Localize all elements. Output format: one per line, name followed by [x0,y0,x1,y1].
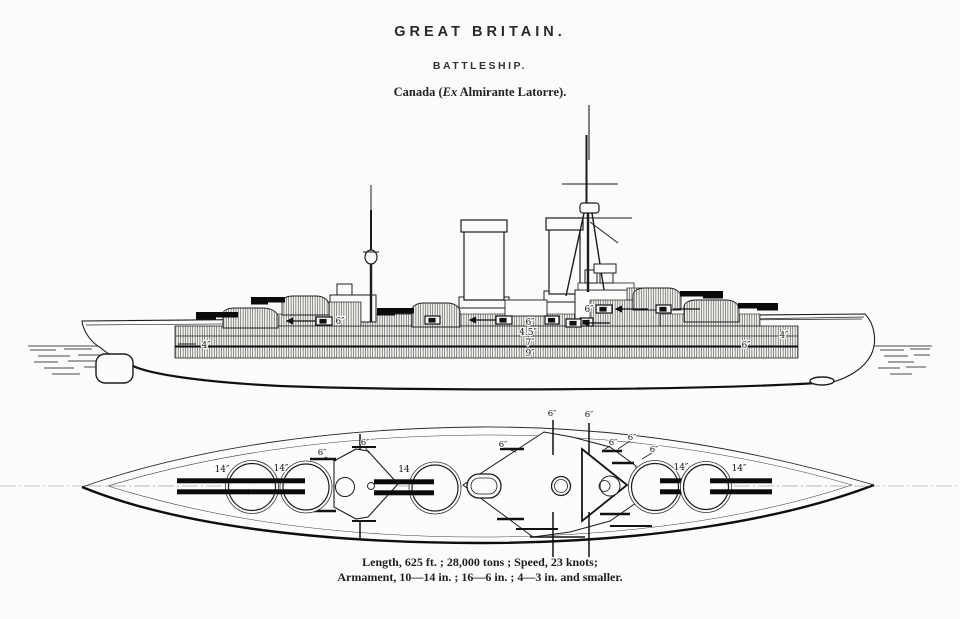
ship-name: Canada (Ex Almirante Latorre). [0,85,960,100]
battery-amidships-label: 6″ [525,318,535,328]
spec-line-dimensions: Length, 625 ft. ; 28,000 tons ; Speed, 2… [362,555,598,569]
turret-y-guns [738,303,778,309]
turret-a-guns [196,312,238,318]
six-inch-aft-1-label: 6″ [609,438,618,448]
bow-bulge [95,353,134,384]
ship-name-suffix: Almirante Latorre). [457,85,567,99]
turret-b-label: 14″ [274,464,289,474]
six-inch-boom-fore-label: 6″ [548,409,557,419]
turret-a-side [196,307,279,329]
side-elevation-view: 4″ 6″ 6″ 4.5″ 7″ 9″ 6″ 6″ 4″ [28,105,932,391]
aft-funnel-plan [550,475,572,497]
propeller-boss [809,376,835,386]
belt-aft-label: 4″ [779,331,789,341]
mainmast-plan [598,475,621,497]
fore-mast [363,185,379,322]
battery-aft-upper-label: 6″ [584,305,594,315]
main-mast [562,105,632,297]
forward-superstructure-plan [333,448,399,520]
turret-b-plan-guns [248,478,305,484]
midship-deckhouse [504,299,548,317]
ship-name-prefix: Canada ( [393,85,443,99]
turret-b-side [251,295,362,327]
turret-a-plan [177,460,279,514]
turret-q-label: 14 [398,465,410,475]
turret-b-guns [251,297,285,303]
turret-x-guns [680,291,723,297]
turret-q-plan-guns [374,479,434,485]
plan-hull-bottom-edge [81,483,875,545]
ship-name-ex: Ex [442,85,458,99]
belt-forward-label: 4″ [201,341,211,351]
turret-y-plan-guns [710,478,772,484]
hull-bottom-line [132,365,834,391]
six-inch-amidships-label: 6″ [499,440,508,450]
armor-belt [174,325,799,359]
six-inch-boom-aft-label: 6″ [585,410,594,420]
country-title: GREAT BRITAIN. [394,24,566,40]
turret-y-plan [680,461,772,513]
turret-y-label: 14″ [732,464,747,474]
belt-upper-label: 7″ [525,339,535,349]
turret-b-plan [248,460,333,514]
plan-deck-inner-line [107,434,853,538]
spec-line-armament: Armament, 10—14 in. ; 16—6 in. ; 4—3 in.… [337,570,623,584]
upper-strake-label: 4.5″ [519,328,537,338]
turret-q-guns [377,308,414,314]
plan-view: 14″ 14″ 14 14″ 14″ 6″ 6″ 6″ 6″ 6″ 6″ 6″ … [0,408,960,557]
six-inch-aft-3-label: 6″ [650,445,659,455]
fore-funnel [458,219,510,309]
water-strokes-stern [878,348,930,375]
fore-funnel-plan [466,473,502,499]
water-strokes-bow [30,348,104,375]
turret-y-side [683,299,778,323]
aft-funnel [543,217,586,303]
ship-type-heading: BATTLESHIP. [432,60,528,72]
turret-a-label: 14″ [215,465,230,475]
six-inch-forward-label: 6″ [318,448,327,458]
battery-forward-label: 6″ [335,317,345,327]
turret-x-label: 14″ [674,463,689,473]
plan-hull-top-edge [81,426,875,488]
turret-q-side [377,302,461,328]
battery-aft-label: 6″ [741,341,751,351]
casemate-gun-symbols [285,304,700,328]
label-leader-lines [324,440,653,462]
six-inch-aft-2-label: 6″ [628,433,637,443]
plan-view-labels: 14″ 14″ 14 14″ 14″ 6″ 6″ 6″ 6″ 6″ 6″ 6″ … [213,408,748,476]
belt-main-label: 9″ [525,349,535,359]
six-inch-forward-shelter-label: 6″ [361,438,370,448]
turret-a-plan-guns [177,478,249,484]
turret-x-plan [628,460,722,514]
turret-q-plan [374,461,462,515]
conning-tower [335,477,355,497]
side-view-labels: 4″ 6″ 6″ 4.5″ 7″ 9″ 6″ 6″ 4″ [178,304,790,360]
